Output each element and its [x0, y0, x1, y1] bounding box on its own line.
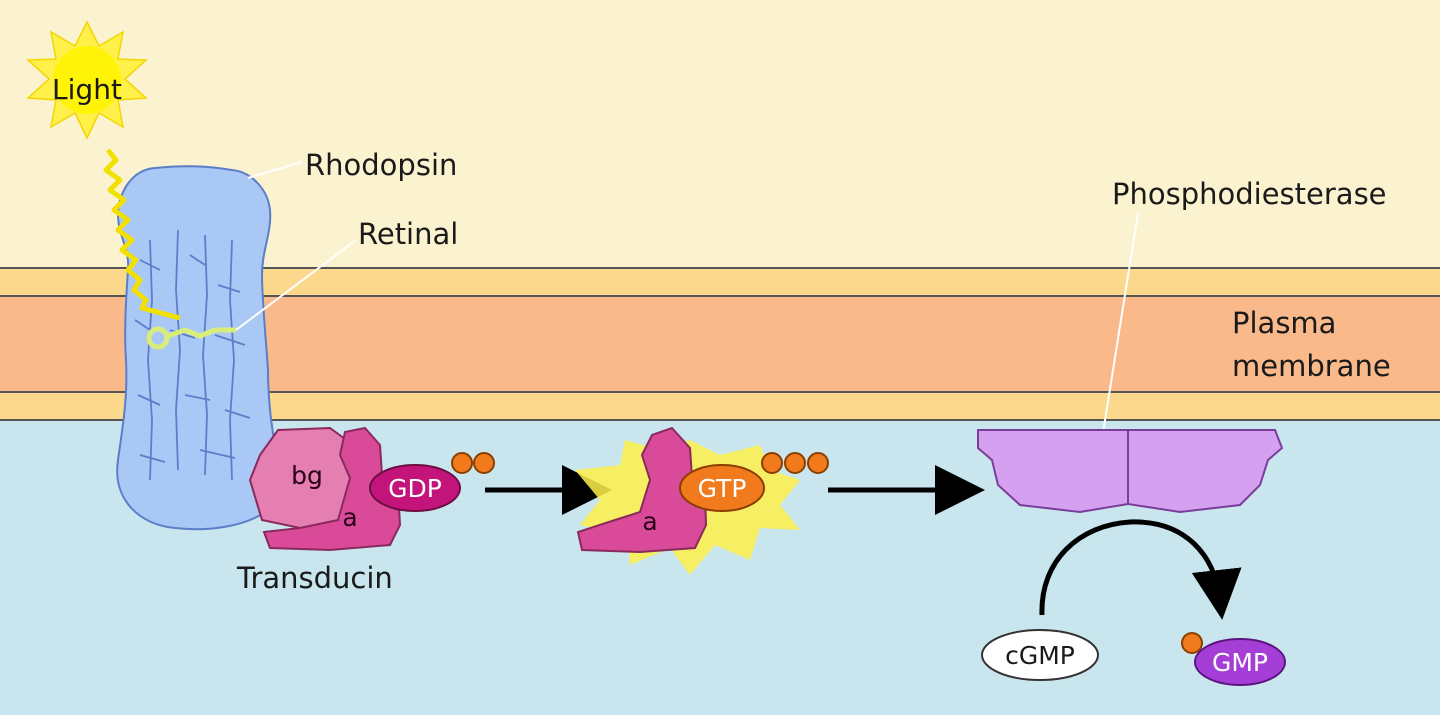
gmp-phosphate — [1181, 632, 1203, 654]
bg-subunit-label: bg — [291, 461, 323, 490]
phosphodiesterase-label: Phosphodiesterase — [1112, 177, 1387, 211]
transducin-label: Transducin — [236, 561, 393, 595]
phosphodiesterase — [977, 429, 1284, 514]
alpha-subunit-active — [576, 426, 708, 554]
gdp-label: GDP — [388, 474, 442, 503]
gtp-molecule — [679, 464, 765, 512]
alpha-subunit-label-active: a — [642, 507, 657, 536]
alpha-subunit-label-complex: a — [342, 503, 357, 532]
gmp-molecule — [1194, 638, 1286, 686]
rhodopsin-label: Rhodopsin — [305, 148, 457, 182]
gdp-phosphate-1 — [451, 452, 473, 474]
gtp-phosphate-3 — [807, 452, 829, 474]
light-label: Light — [52, 73, 122, 106]
light-burst-icon — [26, 20, 148, 140]
retinal-label: Retinal — [358, 217, 458, 251]
conversion-arrow-icon — [1039, 519, 1242, 620]
gtp-phosphate-1 — [761, 452, 783, 474]
retinal — [146, 326, 236, 350]
gdp-phosphate-2 — [473, 452, 495, 474]
gmp-label: GMP — [1212, 648, 1268, 677]
gtp-label: GTP — [698, 474, 747, 503]
gdp-molecule — [369, 464, 461, 512]
cgmp-molecule — [981, 629, 1099, 681]
light-ray — [103, 148, 181, 321]
active-transducin-alpha — [575, 426, 829, 575]
plasma-membrane-label-line1: Plasma — [1232, 306, 1336, 340]
plasma-membrane-label-line2: membrane — [1232, 349, 1391, 383]
transducin-complex — [248, 426, 495, 552]
rhodopsin — [116, 165, 282, 531]
cgmp-label: cGMP — [1005, 641, 1075, 670]
alpha-subunit-complex — [262, 426, 402, 552]
leader-lines — [235, 161, 1139, 434]
gtp-phosphate-2 — [784, 452, 806, 474]
